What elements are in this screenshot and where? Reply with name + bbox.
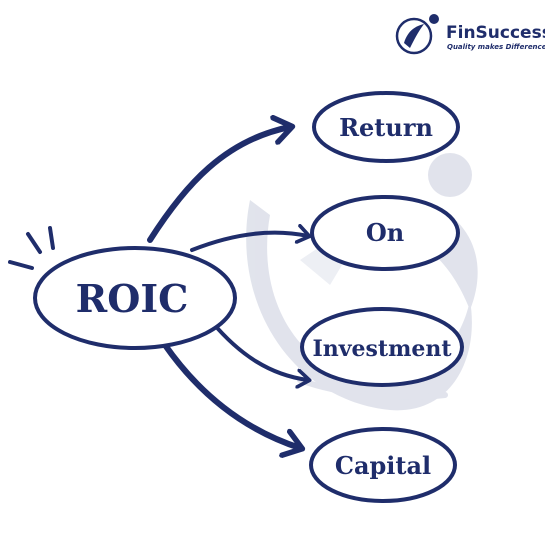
node-capital: Capital <box>309 427 457 503</box>
node-capital-label: Capital <box>335 451 431 480</box>
node-on: On <box>310 195 460 271</box>
center-node: ROIC <box>33 246 237 350</box>
center-node-label: ROIC <box>76 276 189 321</box>
arrows <box>147 127 308 448</box>
arrow-to-on <box>190 233 308 252</box>
emphasis-marks-icon <box>8 226 55 270</box>
brand-logo: FinSuccess Quality makes Difference <box>395 14 545 55</box>
node-investment-label: Investment <box>312 336 452 362</box>
node-return: Return <box>312 91 460 163</box>
arrow-to-investment <box>210 320 308 380</box>
node-investment: Investment <box>300 307 464 387</box>
arrow-to-capital <box>162 342 300 448</box>
brand-name: FinSuccess <box>446 23 545 43</box>
node-on-label: On <box>366 218 404 247</box>
brand-figure-icon <box>404 24 424 48</box>
brand-logo-icon <box>395 17 433 55</box>
node-return-label: Return <box>339 113 433 142</box>
arrow-to-return <box>147 127 290 243</box>
brand-tagline: Quality makes Difference <box>447 43 545 51</box>
brand-head-icon <box>429 14 439 24</box>
